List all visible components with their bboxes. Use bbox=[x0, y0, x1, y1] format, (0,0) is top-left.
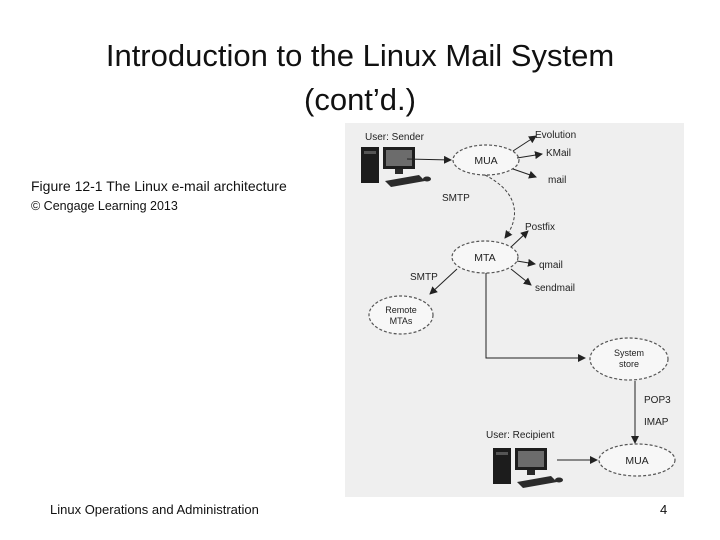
mua-to-evolution-arrow bbox=[512, 135, 537, 152]
client-mail-label: mail bbox=[548, 175, 566, 186]
mta-to-store-arrow bbox=[485, 273, 586, 362]
page-number: 4 bbox=[660, 502, 668, 517]
smtp-label-1: SMTP bbox=[442, 193, 470, 204]
smtp-label-2: SMTP bbox=[410, 272, 438, 283]
program-sendmail-label: sendmail bbox=[535, 283, 575, 294]
mta-to-qmail-arrow bbox=[516, 258, 536, 267]
slide-title-line-2: (cont’d.) bbox=[304, 82, 416, 117]
mua-sender-node bbox=[452, 144, 520, 176]
user-sender-label: User: Sender bbox=[365, 132, 425, 143]
client-evolution-label: Evolution bbox=[535, 130, 576, 141]
mta-label: MTA bbox=[474, 252, 495, 264]
mta-node bbox=[451, 240, 519, 274]
copyright-notice: © Cengage Learning 2013 bbox=[31, 199, 178, 213]
mua-recipient-label: MUA bbox=[625, 455, 648, 467]
system-store-node bbox=[589, 337, 669, 381]
mail-architecture-figure: User: Sender MUA Evolution KMail mail SM… bbox=[345, 123, 684, 497]
sender-to-mua-arrow bbox=[406, 155, 452, 164]
remote-mtas-label-1: Remote bbox=[385, 305, 417, 315]
mua-to-mail-arrow bbox=[512, 168, 537, 179]
program-postfix-label: Postfix bbox=[525, 222, 555, 233]
recipient-computer-icon bbox=[493, 448, 563, 488]
mta-to-remote-arrow bbox=[429, 268, 458, 295]
figure-caption: Figure 12-1 The Linux e-mail architectur… bbox=[31, 178, 287, 194]
mua-recipient-node bbox=[598, 443, 676, 477]
mua-to-mta-arrow bbox=[484, 174, 516, 239]
mta-to-postfix-arrow bbox=[510, 230, 529, 248]
remote-mtas-node bbox=[368, 295, 434, 335]
user-recipient-label: User: Recipient bbox=[486, 430, 555, 441]
system-store-label-2: store bbox=[619, 359, 639, 369]
mua-sender-label: MUA bbox=[474, 155, 497, 167]
remote-mtas-label-2: MTAs bbox=[390, 316, 413, 326]
client-kmail-label: KMail bbox=[546, 148, 571, 159]
imap-label: IMAP bbox=[644, 417, 669, 428]
mta-to-sendmail-arrow bbox=[510, 268, 532, 286]
mua-to-kmail-arrow bbox=[516, 151, 543, 160]
slide-title: Introduction to the Linux Mail System (c… bbox=[40, 34, 680, 122]
slide-title-line-1: Introduction to the Linux Mail System bbox=[105, 38, 615, 73]
pop3-label: POP3 bbox=[644, 395, 671, 406]
footer-course-title: Linux Operations and Administration bbox=[50, 502, 259, 517]
system-store-label-1: System bbox=[614, 348, 644, 358]
sender-computer-icon bbox=[361, 147, 431, 187]
program-qmail-label: qmail bbox=[539, 260, 563, 271]
